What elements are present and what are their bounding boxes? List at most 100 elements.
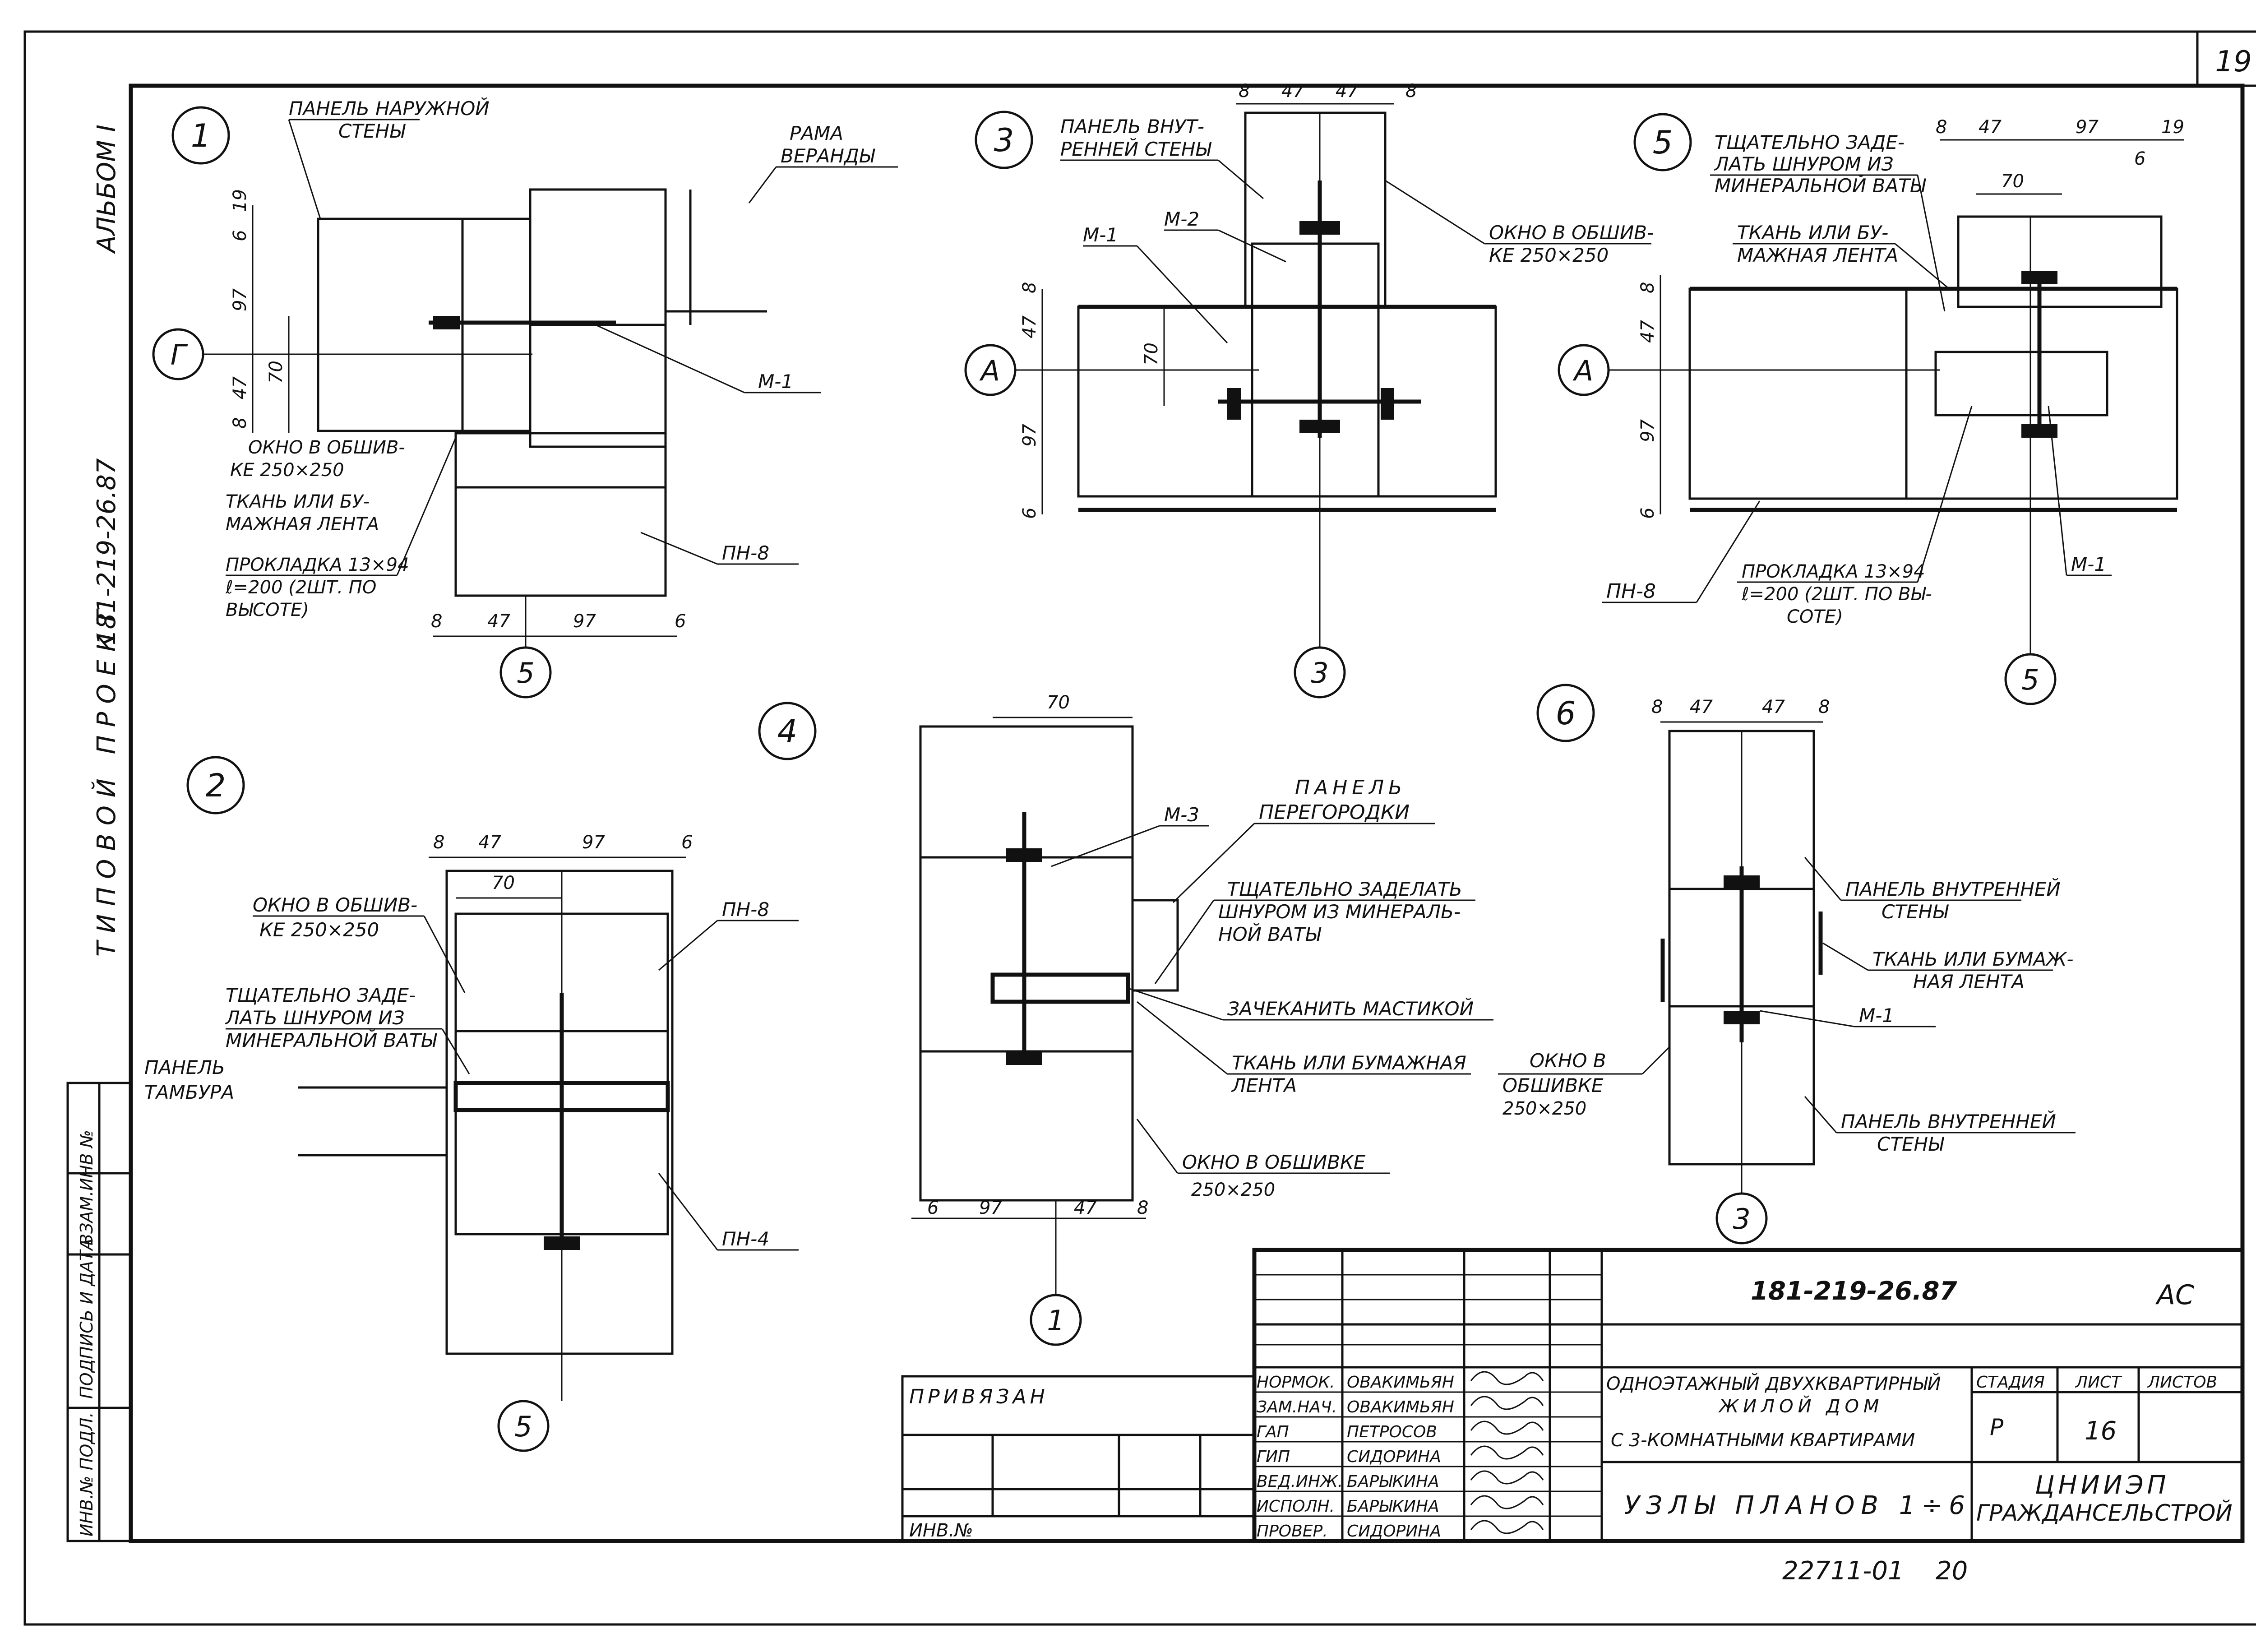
svg-text:ПЕТРОСОВ: ПЕТРОСОВ xyxy=(1347,1423,1437,1441)
sheet-number: 19 xyxy=(2215,45,2251,79)
node-1-axis-text: Г xyxy=(171,338,188,371)
svg-text:НОРМОК.: НОРМОК. xyxy=(1257,1373,1335,1392)
svg-text:ЛАТЬ ШНУРОМ ИЗ: ЛАТЬ ШНУРОМ ИЗ xyxy=(1714,153,1894,175)
svg-text:97: 97 xyxy=(582,832,605,853)
svg-text:МАЖНАЯ ЛЕНТА: МАЖНАЯ ЛЕНТА xyxy=(226,514,379,535)
svg-text:М-1: М-1 xyxy=(1083,224,1118,246)
doc-mark: АС xyxy=(2155,1279,2194,1311)
svg-text:47: 47 xyxy=(1762,697,1785,717)
svg-text:8: 8 xyxy=(1405,81,1417,102)
svg-text:НАЯ ЛЕНТА: НАЯ ЛЕНТА xyxy=(1913,971,2025,993)
svg-text:ПАНЕЛЬ: ПАНЕЛЬ xyxy=(144,1056,225,1078)
node-2: 2 8 47 97 6 70 5 ОКНО В ОБШИВ- КЕ 250×25… xyxy=(144,756,799,1452)
svg-text:ПН-8: ПН-8 xyxy=(722,542,769,564)
svg-text:8: 8 xyxy=(433,832,444,853)
svg-text:47: 47 xyxy=(487,611,510,632)
svg-text:ЗАМ.НАЧ.: ЗАМ.НАЧ. xyxy=(1257,1398,1337,1416)
node-1-lower-panel xyxy=(454,432,667,597)
signatures xyxy=(1470,1371,1544,1534)
svg-text:97: 97 xyxy=(573,611,596,632)
svg-text:РАМА: РАМА xyxy=(790,122,843,144)
node-5-marker xyxy=(1633,113,1692,171)
svg-text:ТАМБУРА: ТАМБУРА xyxy=(144,1081,234,1103)
node-4-partition xyxy=(1131,899,1179,992)
svg-text:1: 1 xyxy=(1047,1304,1064,1337)
node-4-seal xyxy=(990,972,1130,1004)
svg-text:ГИП: ГИП xyxy=(1257,1448,1290,1466)
svg-text:47: 47 xyxy=(1281,81,1304,102)
org-line-1: ЦНИИЭП xyxy=(2035,1471,2170,1500)
svg-text:СОТЕ): СОТЕ) xyxy=(1787,606,1843,627)
svg-text:97: 97 xyxy=(1019,424,1040,447)
svg-text:8: 8 xyxy=(1137,1198,1148,1218)
svg-text:47: 47 xyxy=(1074,1198,1097,1218)
svg-text:ОКНО В ОБШИВ-: ОКНО В ОБШИВ- xyxy=(1489,222,1654,244)
node-2-dims: 8 47 97 6 70 xyxy=(429,832,693,899)
svg-text:ТЩАТЕЛЬНО ЗАДЕЛАТЬ: ТЩАТЕЛЬНО ЗАДЕЛАТЬ xyxy=(1227,878,1462,900)
svg-text:6: 6 xyxy=(1556,695,1576,732)
node-6-marker xyxy=(1536,684,1595,742)
svg-text:ℓ=200 (2ШТ. ПО: ℓ=200 (2ШТ. ПО xyxy=(225,577,376,598)
svg-text:6: 6 xyxy=(1019,508,1040,519)
svg-text:МИНЕРАЛЬНОЙ ВАТЫ: МИНЕРАЛЬНОЙ ВАТЫ xyxy=(226,1029,437,1051)
svg-text:М-1: М-1 xyxy=(1859,1004,1894,1027)
node-5: 5 8 47 97 19 70 6 8 47 97 6 А 5 xyxy=(1558,113,2184,705)
node-6-dims: 8 47 47 8 xyxy=(1651,697,1830,723)
svg-text:3: 3 xyxy=(994,122,1014,159)
svg-text:БАРЫКИНА: БАРЫКИНА xyxy=(1347,1472,1439,1491)
svg-text:ПН-8: ПН-8 xyxy=(722,898,769,921)
stamp-inv-podl: ИНВ.№ ПОДЛ. xyxy=(77,1412,97,1536)
svg-text:47: 47 xyxy=(1979,117,2002,138)
inv-no-label: ИНВ.№ xyxy=(909,1520,973,1541)
svg-text:6: 6 xyxy=(927,1198,938,1218)
svg-text:ИСПОЛН.: ИСПОЛН. xyxy=(1257,1497,1335,1516)
svg-text:ПРОКЛАДКА 13×94: ПРОКЛАДКА 13×94 xyxy=(226,555,409,575)
roles-list: НОРМОК. ОВАКИМЬЯН ЗАМ.НАЧ. ОВАКИМЬЯН ГАП… xyxy=(1257,1373,1454,1541)
svg-text:СИДОРИНА: СИДОРИНА xyxy=(1347,1522,1441,1541)
svg-text:ТКАНЬ ИЛИ БУМАЖ-: ТКАНЬ ИЛИ БУМАЖ- xyxy=(1872,948,2074,970)
svg-text:РЕННЕЙ СТЕНЫ: РЕННЕЙ СТЕНЫ xyxy=(1060,138,1211,160)
node-3: 3 8 47 47 8 8 47 70 97 6 А 3 xyxy=(964,81,1654,699)
node-5-core xyxy=(1905,287,2178,500)
svg-text:47: 47 xyxy=(478,832,501,853)
svg-text:ЛАТЬ ШНУРОМ ИЗ: ЛАТЬ ШНУРОМ ИЗ xyxy=(225,1007,405,1029)
svg-text:ТКАНЬ ИЛИ БУ-: ТКАНЬ ИЛИ БУ- xyxy=(226,491,370,512)
node-1-frame xyxy=(529,188,667,448)
svg-text:70: 70 xyxy=(492,873,515,893)
object-line-2: ЖИЛОЙ ДОМ xyxy=(1718,1395,1883,1417)
node-5-dims: 8 47 97 19 70 6 8 47 97 6 xyxy=(1637,117,2184,519)
object-line-3: С 3-КОМНАТНЫМИ КВАРТИРАМИ xyxy=(1611,1430,1915,1451)
svg-text:47: 47 xyxy=(1690,697,1713,717)
node-4: 4 70 6 97 47 8 1 М-3 ПАНЕЛЬ ПЕРЕГОРОДКИ … xyxy=(758,692,1493,1346)
svg-text:ВЫСОТЕ): ВЫСОТЕ) xyxy=(226,600,309,620)
svg-text:47: 47 xyxy=(1637,320,1658,343)
svg-text:М-2: М-2 xyxy=(1164,208,1199,230)
node-1-marker xyxy=(171,106,230,165)
node-4-top-panel xyxy=(919,725,1134,859)
svg-text:5: 5 xyxy=(514,1410,532,1443)
svg-text:ШНУРОМ ИЗ МИНЕРАЛЬ-: ШНУРОМ ИЗ МИНЕРАЛЬ- xyxy=(1218,901,1461,923)
svg-text:3: 3 xyxy=(1733,1203,1750,1236)
svg-text:ТЩАТЕЛЬНО ЗАДЕ-: ТЩАТЕЛЬНО ЗАДЕ- xyxy=(1715,131,1905,153)
svg-text:19: 19 xyxy=(2161,117,2184,138)
outer-frame xyxy=(23,30,2256,1626)
stamp-podpis: ПОДПИСЬ И ДАТА xyxy=(77,1239,97,1399)
footer-num: 20 xyxy=(1936,1556,1968,1586)
node-6: 6 8 47 47 8 3 ПАНЕЛЬ ВНУТРЕННЕЙ СТЕНЫ ТК… xyxy=(1498,684,2076,1245)
svg-text:ПЕРЕГОРОДКИ: ПЕРЕГОРОДКИ xyxy=(1259,801,1410,824)
svg-text:ТКАНЬ ИЛИ БУМАЖНАЯ: ТКАНЬ ИЛИ БУМАЖНАЯ xyxy=(1232,1052,1466,1074)
svg-text:А: А xyxy=(979,354,1000,387)
svg-text:8: 8 xyxy=(230,417,250,429)
svg-text:8: 8 xyxy=(1651,697,1663,717)
svg-text:70: 70 xyxy=(2001,171,2024,192)
node-3-top-panel xyxy=(1244,111,1387,308)
node-1-frame-wood xyxy=(529,188,667,326)
svg-text:6: 6 xyxy=(1637,508,1658,519)
side-stamp: ИНВ.№ ПОДЛ. ПОДПИСЬ И ДАТА ВЗАМ.ИНВ № xyxy=(66,1082,132,1542)
svg-text:ОВАКИМЬЯН: ОВАКИМЬЯН xyxy=(1347,1373,1454,1392)
svg-text:2: 2 xyxy=(206,767,226,804)
svg-text:М-1: М-1 xyxy=(758,370,793,393)
svg-text:ОКНО В ОБШИВКЕ: ОКНО В ОБШИВКЕ xyxy=(1182,1151,1366,1173)
svg-text:8: 8 xyxy=(1019,282,1040,293)
